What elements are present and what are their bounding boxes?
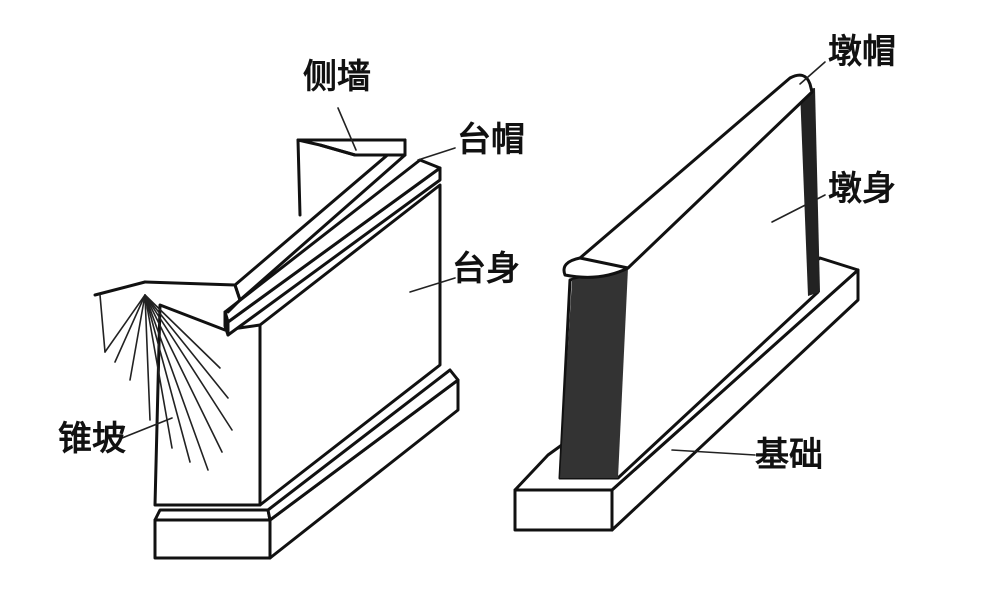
label-pier-cap: 墩帽 — [828, 32, 896, 72]
label-abutment-cap: 台帽 — [457, 120, 525, 160]
abutment-footing — [153, 368, 460, 560]
label-pier-body: 墩身 — [828, 169, 896, 209]
pier-drawing — [513, 73, 860, 532]
leader-cone-slope — [121, 417, 173, 439]
leader-lines — [121, 61, 826, 456]
abutment-cone-slope — [99, 294, 233, 471]
abutment-wing-wall — [93, 138, 407, 314]
leader-abutment-body — [409, 277, 456, 293]
leader-wing-wall — [337, 107, 357, 151]
leader-foundation — [671, 449, 756, 456]
pier-cap — [562, 73, 814, 279]
label-foundation: 基础 — [755, 435, 823, 475]
label-abutment-body: 台身 — [452, 249, 520, 289]
label-wing-wall: 侧墙 — [303, 57, 371, 97]
leader-pier-body — [771, 194, 826, 223]
leader-pier-cap — [799, 61, 826, 85]
abutment-drawing — [93, 138, 460, 560]
label-cone-slope: 锥坡 — [58, 419, 126, 459]
abutment-body — [153, 183, 442, 507]
leader-abutment-cap — [417, 147, 456, 161]
